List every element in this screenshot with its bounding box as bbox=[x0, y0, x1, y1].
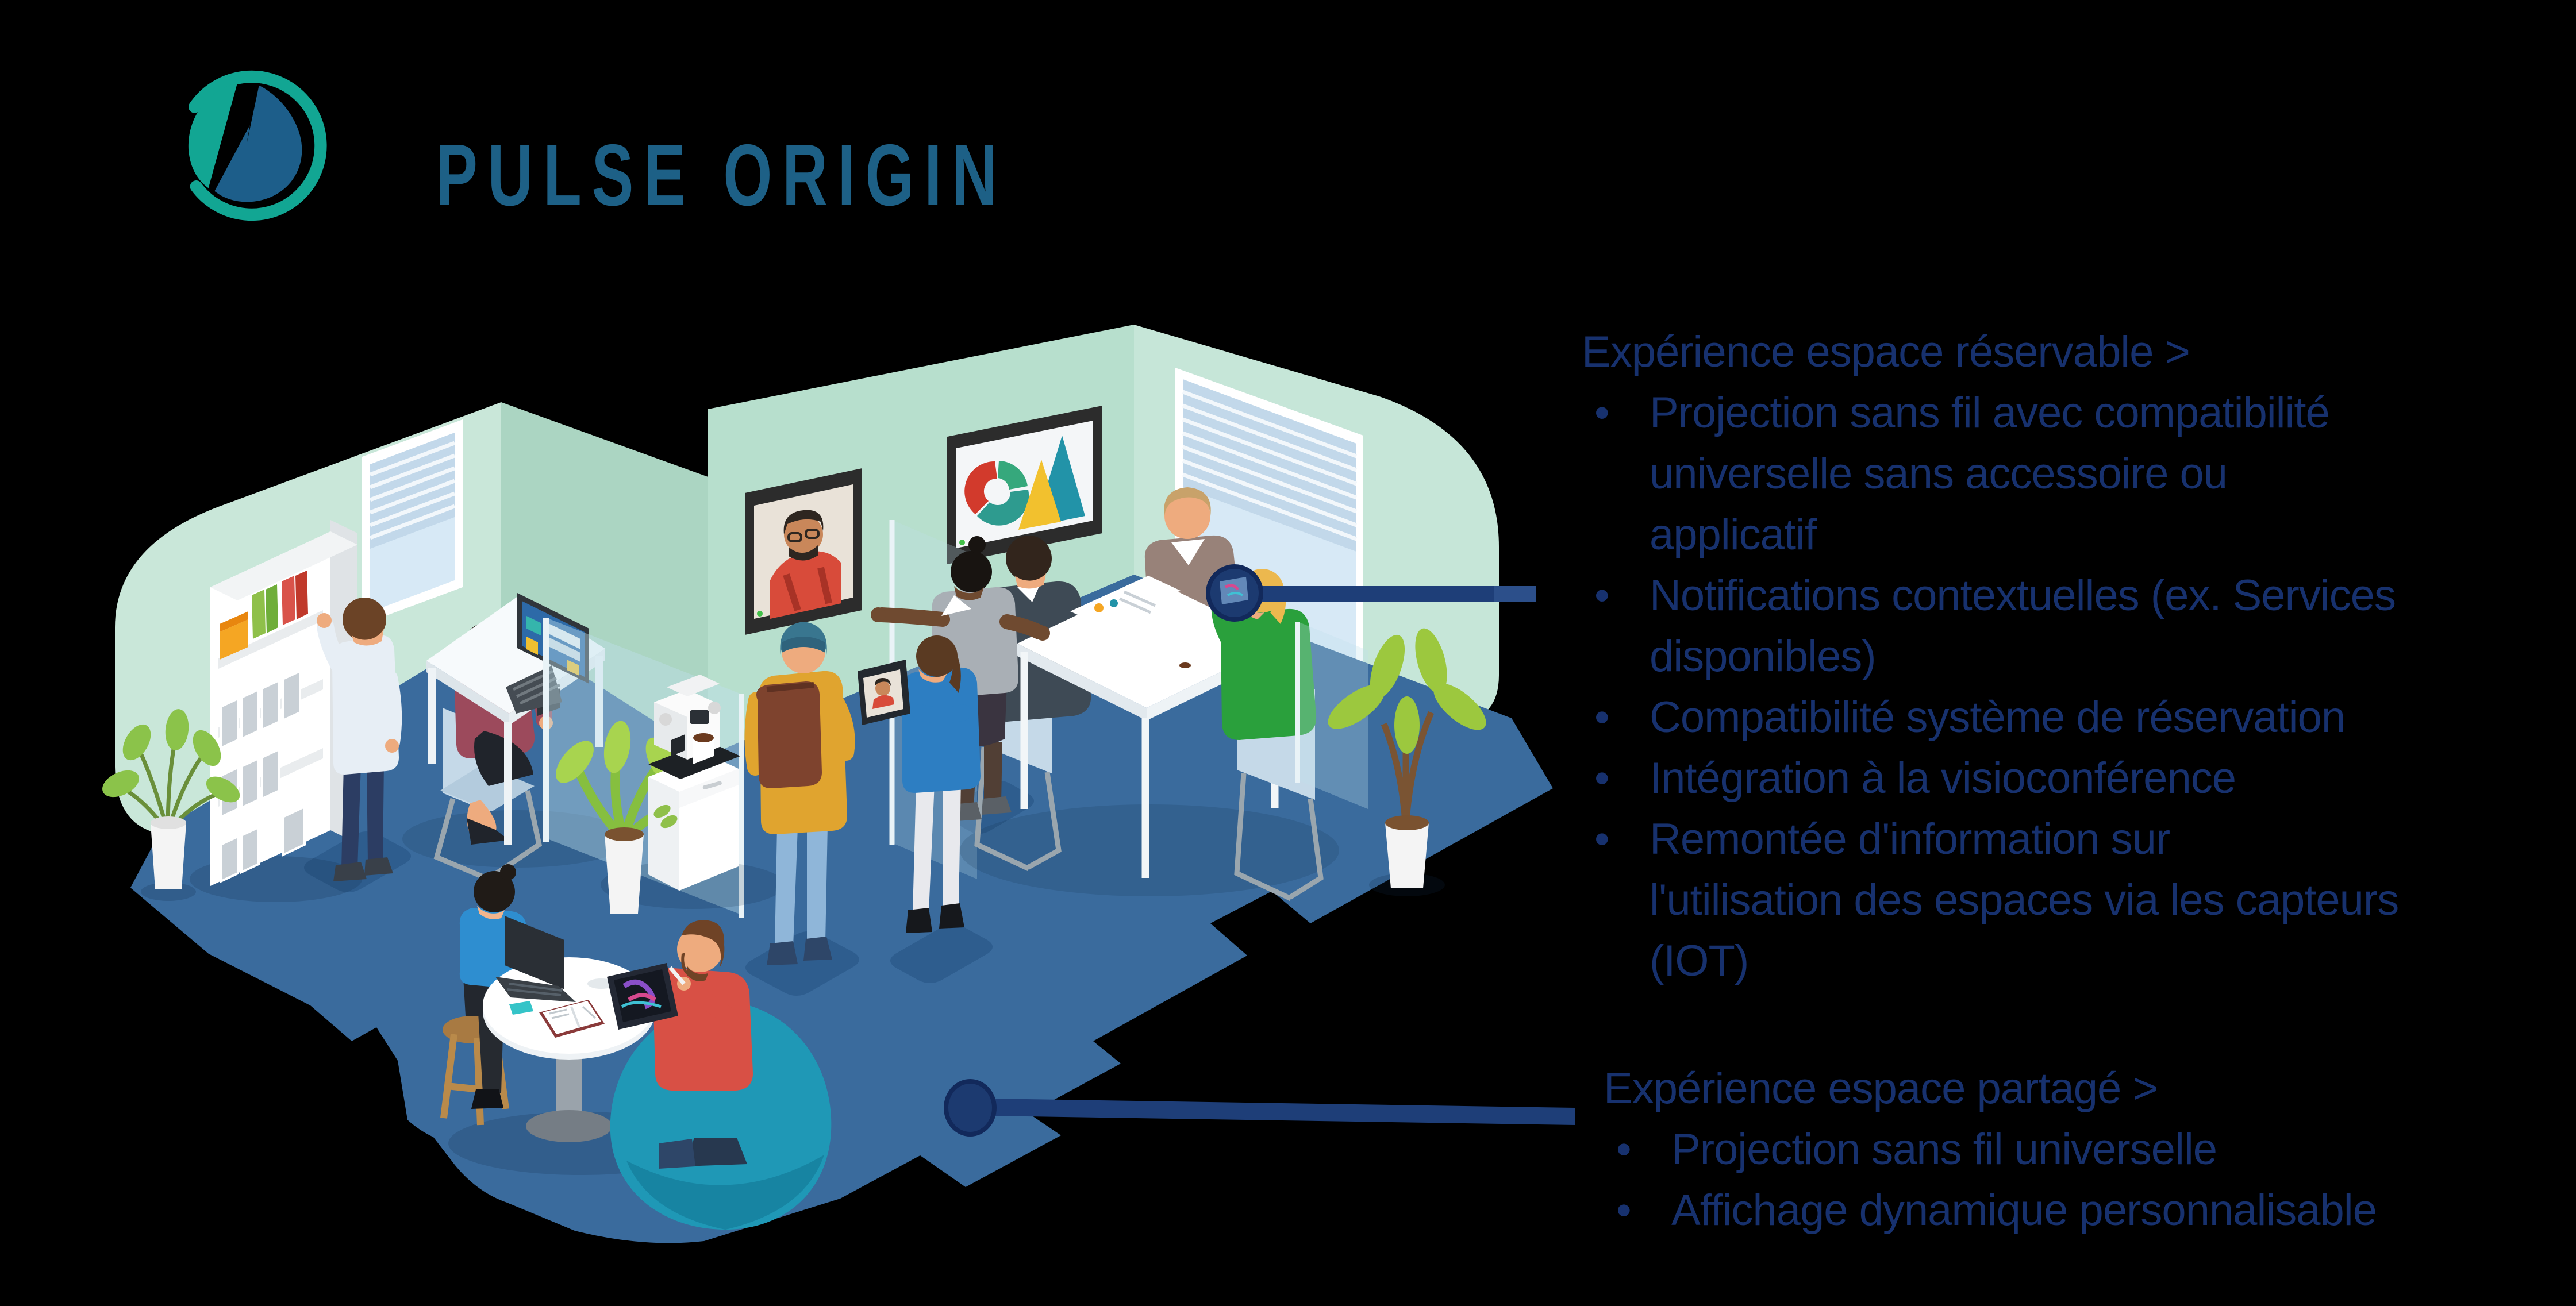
bullet-marker: • bbox=[1616, 1125, 1632, 1174]
bookshelf bbox=[190, 520, 362, 902]
bullet-line: applicatif bbox=[1650, 510, 1817, 559]
bullet-line: universelle sans accessoire ou bbox=[1650, 449, 2228, 498]
meeting-papers bbox=[1070, 576, 1181, 626]
bullet-marker: • bbox=[1616, 1186, 1632, 1235]
callout-block-reservable: Expérience espace réservable > • Project… bbox=[1582, 322, 2576, 992]
person-beanie-man bbox=[744, 622, 855, 965]
laptop bbox=[495, 916, 576, 1002]
callout-reservable bbox=[1206, 564, 1536, 622]
bullet-line: Notifications contextuelles (ex. Service… bbox=[1650, 571, 2396, 620]
bullet-item: • Compatibilité système de réservation bbox=[1582, 687, 2576, 748]
callout-line-reservable bbox=[1236, 586, 1501, 602]
lounge-area bbox=[440, 864, 832, 1230]
bullet-marker: • bbox=[1594, 754, 1610, 803]
callout-line-partage bbox=[991, 1099, 1575, 1125]
callout-block-partage: Expérience espace partagé > • Projection… bbox=[1604, 1058, 2576, 1241]
tv-charts bbox=[947, 406, 1102, 564]
bullet-line: l'utilisation des espaces via les capteu… bbox=[1650, 876, 2399, 924]
coffee-station bbox=[556, 675, 785, 914]
open-book bbox=[539, 1000, 605, 1038]
bullet-item: • Remontée d'information sur l'utilisati… bbox=[1582, 809, 2576, 992]
person-beanbag-man bbox=[607, 920, 832, 1230]
tablet-drawing bbox=[607, 963, 678, 1030]
pulse-origin-logo-icon bbox=[188, 70, 327, 221]
bullet-line: Projection sans fil universelle bbox=[1671, 1125, 2217, 1174]
leaf-logo-icon bbox=[653, 804, 678, 829]
plant-left bbox=[102, 709, 240, 901]
bullet-line: (IOT) bbox=[1650, 937, 1749, 985]
bullet-item: • Projection sans fil avec compatibilité… bbox=[1582, 383, 2576, 565]
bullet-item: • Projection sans fil universelle bbox=[1604, 1119, 2576, 1180]
bullet-line: disponibles) bbox=[1650, 632, 1877, 681]
bullet-item: • Notifications contextuelles (ex. Servi… bbox=[1582, 565, 2576, 687]
bullet-item: • Affichage dynamique personnalisable bbox=[1604, 1180, 2576, 1241]
tablet-video-call bbox=[858, 660, 910, 725]
brand-logo: PULSE ORIGIN bbox=[155, 46, 1017, 241]
callout-title-reservable: Expérience espace réservable > bbox=[1582, 328, 2190, 376]
window-left bbox=[362, 419, 463, 625]
bullet-marker: • bbox=[1594, 388, 1610, 437]
bullet-line: Intégration à la visioconférence bbox=[1650, 754, 2236, 803]
bullet-line: Projection sans fil avec compatibilité bbox=[1650, 388, 2330, 437]
tv-video-call bbox=[745, 468, 862, 635]
donut-chart-icon bbox=[964, 461, 1029, 526]
bullet-line: Remontée d'information sur bbox=[1650, 815, 2170, 864]
person-tablet-woman bbox=[858, 635, 981, 933]
brand-wordmark: PULSE ORIGIN bbox=[436, 126, 1008, 224]
plant-right bbox=[1328, 628, 1486, 896]
bullet-marker: • bbox=[1594, 815, 1610, 864]
bullet-line: Compatibilité système de réservation bbox=[1650, 693, 2346, 742]
desk-workstation bbox=[402, 593, 632, 882]
callout-dot-partage bbox=[944, 1079, 997, 1137]
triangle-chart-icon bbox=[1018, 436, 1085, 530]
bullet-marker: • bbox=[1594, 693, 1610, 742]
bullet-item: • Intégration à la visioconférence bbox=[1582, 748, 2576, 809]
person-bookshelf bbox=[317, 598, 402, 881]
callout-title-partage: Expérience espace partagé > bbox=[1604, 1064, 2158, 1113]
bullet-line: Affichage dynamique personnalisable bbox=[1671, 1186, 2377, 1235]
meeting-area bbox=[960, 487, 1368, 902]
bullet-marker: • bbox=[1594, 571, 1610, 620]
callout-partage bbox=[944, 1079, 1575, 1137]
